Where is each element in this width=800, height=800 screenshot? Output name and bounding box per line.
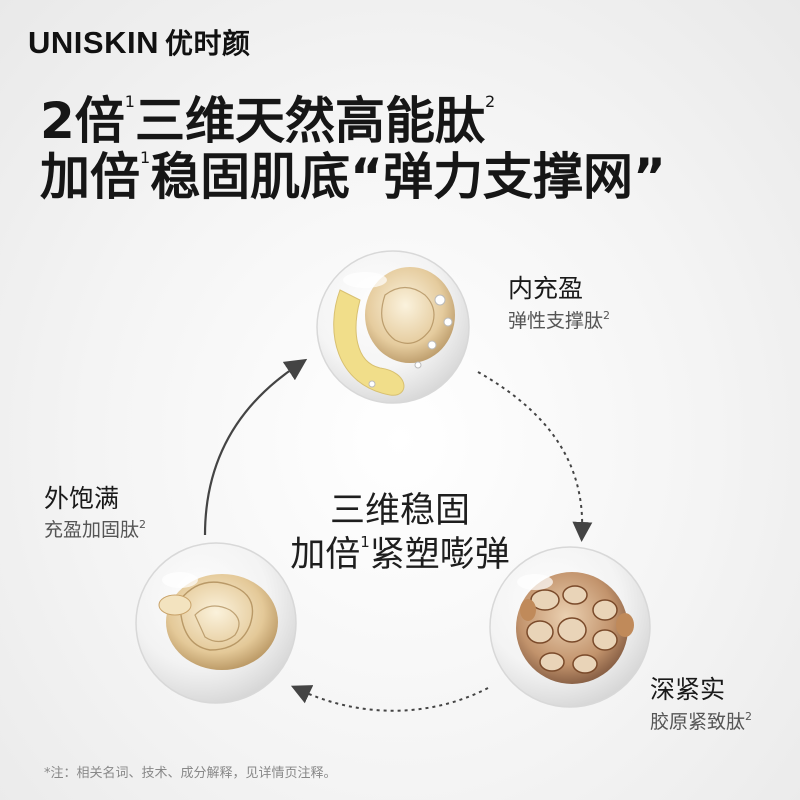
node-left-subtitle: 充盈加固肽2 [44, 518, 147, 541]
brand-latin: UNISKIN [28, 25, 159, 60]
arrow-left-to-top [203, 358, 308, 536]
headline-1-sup-2: 2 [484, 92, 496, 111]
sphere-top [316, 250, 470, 404]
headline-line-2: 加倍1稳固肌底“弹力支撑网” [40, 150, 666, 203]
node-top-title: 内充盈 [508, 274, 584, 303]
headline-2-sup: 1 [140, 148, 151, 167]
footnote: *注：相关名词、技术、成分解释，见详情页注释。 [44, 766, 337, 781]
node-left-title: 外饱满 [44, 484, 120, 513]
headline-1-main: 三维天然高能肽 [134, 92, 485, 150]
center-2-main: 紧塑嘭弹 [369, 535, 510, 575]
sphere-right [489, 546, 651, 708]
headline-2-prefix: 加倍 [40, 148, 140, 206]
arrow-top-to-right [477, 371, 593, 542]
center-line-1: 三维稳固 [329, 491, 470, 531]
center-2-prefix: 加倍 [290, 535, 361, 575]
headline-line-1: 2倍1三维天然高能肽2 [40, 94, 495, 147]
sphere-left [135, 542, 297, 704]
headline-1-sup-1: 1 [124, 92, 135, 111]
brand-cn: 优时颜 [164, 27, 251, 60]
node-right-title: 深紧实 [650, 675, 726, 704]
headline-2-main: 稳固肌底“弹力支撑网” [150, 148, 666, 206]
node-top-subtitle: 弹性支撑肽2 [508, 309, 611, 332]
node-right-subtitle: 胶原紧致肽2 [650, 710, 753, 733]
center-2-sup: 1 [360, 533, 370, 551]
center-line-2: 加倍1紧塑嘭弹 [0, 535, 800, 575]
headline-1-prefix: 2倍 [40, 92, 125, 150]
arrow-right-to-left [290, 685, 489, 712]
